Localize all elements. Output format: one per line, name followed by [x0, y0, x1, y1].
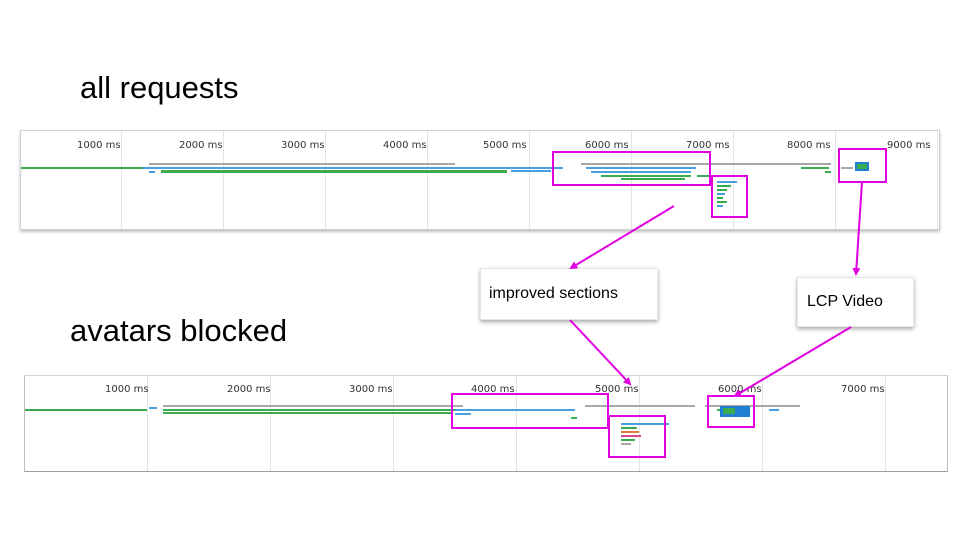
request-bar — [163, 412, 453, 414]
tick-label: 3000 ms — [281, 140, 325, 151]
request-bar — [841, 167, 853, 169]
arrow — [852, 181, 863, 276]
tick-label: 3000 ms — [349, 384, 393, 395]
request-bar — [621, 423, 669, 425]
gridline — [733, 131, 734, 229]
lcp-video-highlight — [707, 395, 755, 428]
request-bar — [601, 175, 691, 177]
request-bar — [825, 171, 831, 173]
request-bar — [163, 405, 463, 407]
request-bar — [591, 171, 691, 173]
tick-label: 2000 ms — [179, 140, 223, 151]
tick-label: 7000 ms — [841, 384, 885, 395]
avatars-blocked-waterfall: 1000 ms 2000 ms 3000 ms 4000 ms 5000 ms … — [24, 375, 948, 472]
improved-sections-callout: improved sections — [480, 268, 658, 320]
request-bar — [801, 167, 829, 169]
request-bar — [717, 205, 723, 207]
tick-label: 5000 ms — [595, 384, 639, 395]
request-bar — [585, 405, 695, 407]
gridline — [631, 131, 632, 229]
all-requests-heading: all requests — [80, 70, 239, 105]
improved-sections-highlight — [711, 175, 748, 218]
tick-label: 6000 ms — [585, 140, 629, 151]
tick-label: 8000 ms — [787, 140, 831, 151]
lcp-video-highlight — [838, 148, 887, 183]
request-bar — [717, 197, 723, 199]
request-bar — [717, 185, 731, 187]
gridline — [835, 131, 836, 229]
request-bar — [21, 167, 143, 169]
request-bar — [511, 170, 551, 172]
request-bar — [149, 407, 157, 409]
gridline — [325, 131, 326, 229]
lcp-video-callout: LCP Video — [797, 277, 914, 327]
lcp-video-request-fill — [723, 408, 735, 414]
tick-label: 2000 ms — [227, 384, 271, 395]
gridline — [121, 131, 122, 229]
request-bar — [621, 431, 639, 433]
gridline — [937, 131, 938, 229]
request-bar — [621, 427, 637, 429]
request-bar — [697, 175, 709, 177]
gridline — [270, 376, 271, 471]
tick-label: 4000 ms — [383, 140, 427, 151]
tick-label: 5000 ms — [483, 140, 527, 151]
all-requests-waterfall: 1000 ms 2000 ms 3000 ms 4000 ms 5000 ms … — [20, 130, 940, 230]
tick-label: 1000 ms — [105, 384, 149, 395]
gridline — [147, 376, 148, 471]
request-bar — [455, 409, 575, 411]
lcp-video-request — [720, 406, 750, 417]
request-bar — [711, 163, 831, 165]
request-bar — [163, 409, 463, 411]
request-bar — [717, 201, 727, 203]
request-bar — [581, 163, 711, 165]
request-bar — [717, 193, 725, 195]
improved-sections-highlight — [451, 393, 609, 429]
arrow — [733, 326, 852, 398]
gridline — [885, 376, 886, 471]
request-bar — [717, 189, 727, 191]
avatars-blocked-heading: avatars blocked — [70, 313, 288, 348]
improved-sections-highlight — [552, 151, 711, 186]
request-bar — [143, 167, 563, 169]
improved-sections-label: improved sections — [489, 285, 618, 302]
request-bar — [455, 413, 471, 415]
lcp-video-label: LCP Video — [807, 293, 883, 310]
request-bar — [25, 409, 147, 411]
gridline — [393, 376, 394, 471]
gridline — [223, 131, 224, 229]
gridline — [529, 131, 530, 229]
request-bar — [149, 171, 155, 173]
request-bar — [769, 409, 779, 411]
arrow — [569, 205, 675, 270]
request-bar — [161, 170, 507, 173]
request-bar — [717, 181, 737, 183]
request-bar — [621, 435, 641, 437]
tick-label: 4000 ms — [471, 384, 515, 395]
request-bar — [621, 439, 635, 441]
arrow — [569, 319, 632, 386]
tick-label: 7000 ms — [686, 140, 730, 151]
request-bar — [705, 405, 800, 407]
tick-label: 1000 ms — [77, 140, 121, 151]
request-bar — [149, 163, 455, 165]
request-bar — [621, 443, 631, 445]
improved-sections-highlight — [608, 415, 666, 458]
gridline — [516, 376, 517, 471]
request-bar — [621, 178, 685, 180]
request-bar — [586, 167, 696, 169]
gridline — [762, 376, 763, 471]
tick-label: 9000 ms — [887, 140, 931, 151]
request-bar — [571, 417, 577, 419]
lcp-video-request-fill — [857, 164, 867, 169]
gridline — [427, 131, 428, 229]
